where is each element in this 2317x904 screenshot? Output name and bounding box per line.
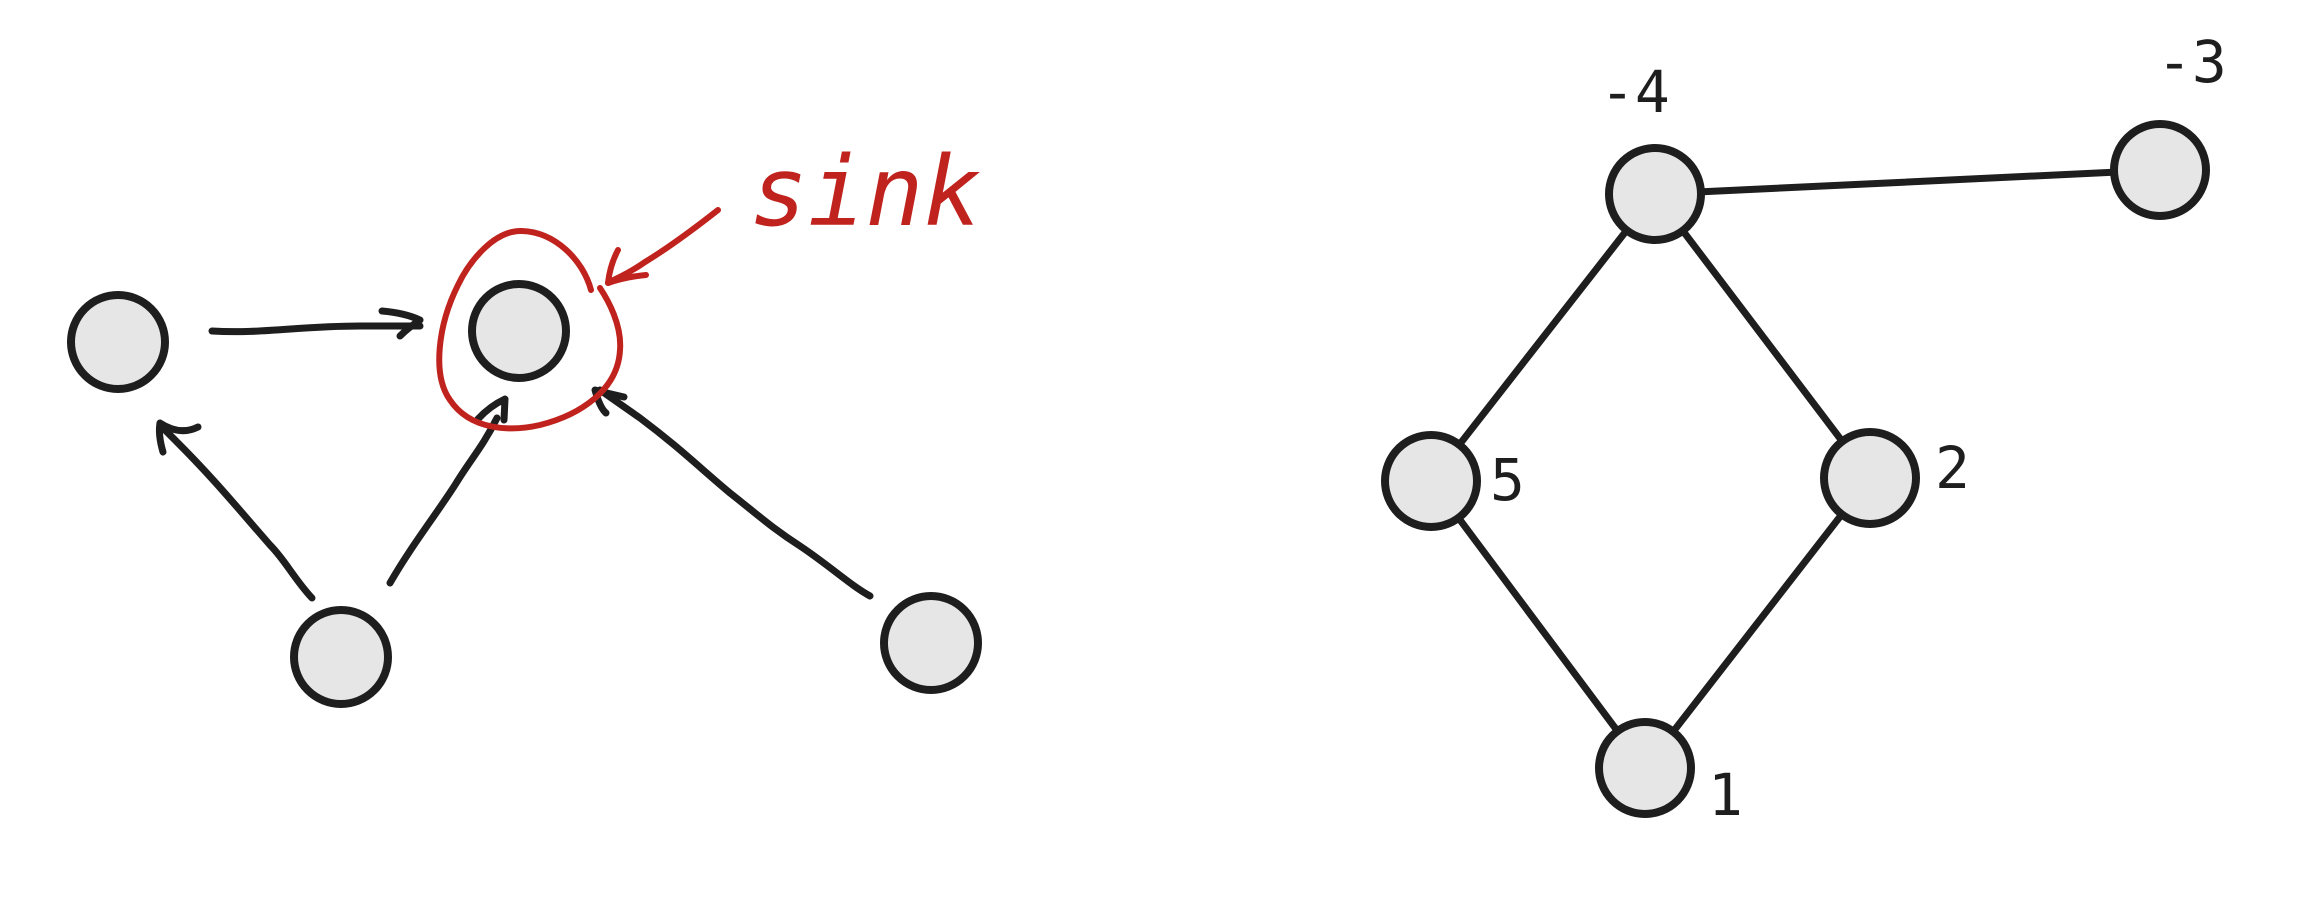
- node-label-neg4: -4: [1600, 58, 1670, 126]
- arrow-shaft: [596, 386, 874, 600]
- annotation-arrow: [605, 207, 721, 286]
- arrow-shaft: [161, 426, 316, 602]
- left-graph: sink: [67, 136, 982, 708]
- graph-node-b: [290, 606, 392, 708]
- graph-node-c: [880, 592, 982, 694]
- edge-n4-n2: [1651, 190, 1874, 482]
- edge-n4-n5: [1427, 190, 1659, 485]
- right-graph: -4 -3 5 2 1: [1381, 28, 2227, 829]
- sink-label: sink: [750, 136, 981, 248]
- graph-node-neg3: [2110, 120, 2210, 220]
- graph-node-1: [1595, 718, 1695, 818]
- graph-node-2: [1820, 428, 1920, 528]
- arrow-a-to-sink: [208, 307, 424, 340]
- arrowhead-icon: [605, 247, 649, 286]
- edge-n5-n1: [1427, 477, 1649, 772]
- graph-node-5: [1381, 431, 1481, 531]
- arrowhead-icon: [155, 419, 202, 456]
- graph-node-a: [67, 291, 169, 393]
- node-label-5: 5: [1490, 446, 1525, 514]
- arrow-c-to-sink: [591, 386, 874, 600]
- arrowhead-icon: [474, 395, 509, 424]
- graph-node-neg4: [1605, 144, 1705, 244]
- arrowhead-icon: [591, 386, 628, 417]
- node-label-2: 2: [1935, 434, 1970, 502]
- arrow-b-to-sink: [386, 395, 509, 587]
- sink-annotation: sink: [436, 136, 981, 432]
- edge-n4-n3: [1651, 166, 2164, 198]
- arrowhead-icon: [378, 307, 424, 340]
- node-label-neg3: -3: [2157, 28, 2227, 96]
- arrow-shaft: [386, 414, 501, 587]
- highlight-loop: [436, 227, 624, 432]
- node-label-1: 1: [1708, 761, 1743, 829]
- graph-node-sink: [468, 280, 570, 382]
- arrow-b-to-a: [155, 419, 316, 602]
- arrow-shaft: [208, 322, 424, 336]
- edge-n2-n1: [1641, 474, 1874, 772]
